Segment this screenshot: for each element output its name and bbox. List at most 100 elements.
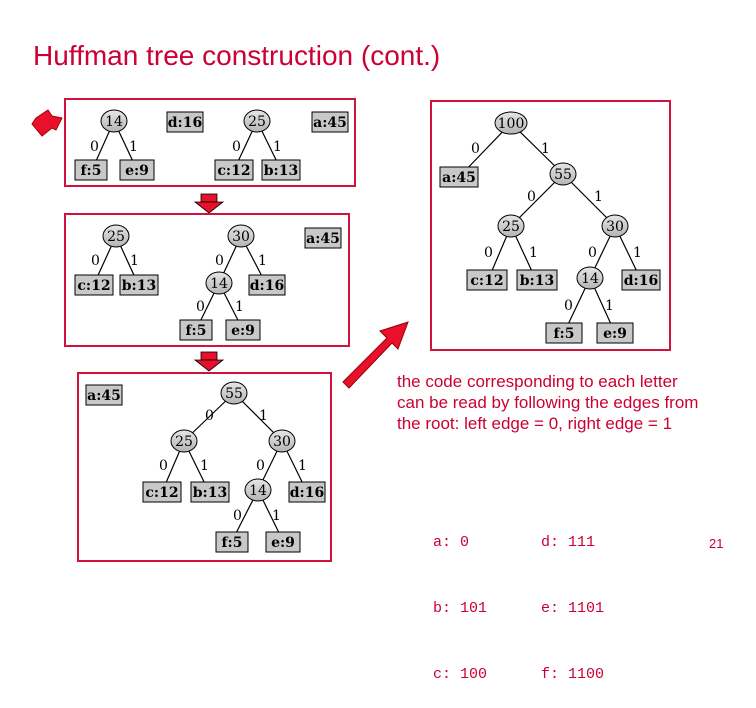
step-2-leaf-a-label: a:45 — [306, 231, 340, 247]
step-2-node-25-label: 25 — [107, 229, 125, 245]
step-3-leaf-e — [265, 531, 301, 553]
step-1-leaf-f-label: f:5 — [81, 163, 102, 179]
step-2-leaf-f — [179, 319, 213, 341]
code-table-left: a: 0 b: 101 c: 100 — [433, 488, 487, 708]
step-2-node-14 — [205, 271, 233, 295]
step-1-leaf-e — [119, 159, 155, 181]
step-3-edge-label: 0 — [205, 408, 214, 424]
final-edge-label: 1 — [605, 298, 614, 314]
step-1-leaf-c-label: c:12 — [217, 163, 250, 179]
final-edge-label: 0 — [564, 298, 573, 314]
step-1-edge-label: 0 — [90, 139, 99, 155]
step-1-pointer-arrow — [31, 109, 63, 137]
step-1-leaf-c — [214, 159, 254, 181]
final-edge-label: 0 — [527, 189, 536, 205]
step-3-leaf-c — [142, 481, 182, 503]
final-edge-label: 0 — [471, 141, 480, 157]
step-2-panel: 0 1 25 c:12 b:13 0 1 30 0 1 14 d:16 f:5 … — [64, 213, 350, 347]
final-node-55-label: 55 — [554, 167, 572, 183]
step-3-leaf-c-label: c:12 — [145, 485, 178, 501]
step-1-leaf-b-label: b:13 — [264, 163, 298, 179]
step-1-node-25 — [243, 109, 271, 133]
final-edge-label: 1 — [529, 245, 538, 261]
step-1-frame — [64, 98, 356, 187]
step-2-leaf-c-label: c:12 — [77, 278, 110, 294]
final-leaf-b-label: b:13 — [520, 273, 554, 289]
final-leaf-a — [439, 166, 479, 188]
final-edge-label: 1 — [633, 245, 642, 261]
final-leaf-e — [596, 322, 634, 344]
step-3-leaf-a — [85, 384, 123, 406]
step-3-leaf-d — [288, 481, 326, 503]
step-1-node-25-label: 25 — [248, 114, 266, 130]
final-leaf-f-label: f:5 — [554, 326, 575, 342]
step-2-edge-label: 1 — [258, 253, 267, 269]
final-node-30 — [601, 214, 629, 238]
step-3-edge-label: 1 — [272, 508, 281, 524]
step-2-node-25 — [102, 224, 130, 248]
step-3-leaf-f-label: f:5 — [222, 535, 243, 551]
huffman-construction-diagram: 0 1 14 f:5 e:9 d:16 0 1 25 c:12 b:13 a:4… — [31, 98, 671, 562]
step-3-node-55 — [220, 381, 248, 405]
code-row-f: f: 1100 — [541, 666, 605, 683]
step-1-node-14-label: 14 — [105, 114, 123, 130]
final-tree-frame — [430, 100, 671, 351]
down-arrow-icon — [193, 193, 225, 214]
step-3-node-14-label: 14 — [249, 483, 267, 499]
step-2-leaf-d-label: d:16 — [250, 278, 284, 294]
diagonal-arrow-icon — [342, 321, 409, 389]
step-3-leaf-b-label: b:13 — [193, 485, 227, 501]
step-1-panel: 0 1 14 f:5 e:9 d:16 0 1 25 c:12 b:13 a:4… — [64, 98, 356, 187]
final-leaf-d-label: d:16 — [624, 273, 658, 289]
final-node-25-label: 25 — [502, 219, 520, 235]
step-3-panel: a:45 0 1 55 0 1 25 c:12 b:13 0 1 30 d:16… — [77, 372, 332, 562]
final-node-25 — [497, 214, 525, 238]
step-1-edge-label: 1 — [129, 139, 138, 155]
step-1-edge-label: 1 — [273, 139, 282, 155]
step-3-leaf-e-label: e:9 — [271, 535, 295, 551]
step-1-leaf-f — [74, 159, 108, 181]
step-2-frame — [64, 213, 350, 347]
final-leaf-e-label: e:9 — [603, 326, 627, 342]
step-3-node-14 — [244, 478, 272, 502]
step-1-leaf-b — [261, 159, 301, 181]
final-node-30-label: 30 — [606, 219, 624, 235]
final-leaf-a-label: a:45 — [442, 170, 476, 186]
step-2-edge-label: 1 — [130, 253, 139, 269]
final-leaf-d — [621, 269, 661, 291]
step-3-frame — [77, 372, 332, 562]
step-3-edge-label: 1 — [298, 458, 307, 474]
step-2-leaf-e — [225, 319, 261, 341]
step-3-edge-label: 0 — [256, 458, 265, 474]
step-1-leaf-d — [166, 111, 204, 133]
final-node-55 — [549, 162, 577, 186]
step-2-leaf-e-label: e:9 — [231, 323, 255, 339]
code-row-e: e: 1101 — [541, 600, 605, 617]
step-3-node-25 — [170, 429, 198, 453]
final-edge-label: 1 — [594, 189, 603, 205]
step-2-edge-label: 0 — [91, 253, 100, 269]
step-3-edge-label: 1 — [259, 408, 268, 424]
final-tree-panel: 0 1 100 a:45 0 1 55 0 1 25 c:12 b:13 0 1… — [430, 100, 671, 351]
code-row-d: d: 111 — [541, 534, 596, 551]
step-1-leaf-a-label: a:45 — [313, 115, 347, 131]
step-3-leaf-a-label: a:45 — [87, 388, 121, 404]
step-2-leaf-a — [304, 227, 342, 249]
step-1-leaf-d-label: d:16 — [168, 115, 202, 131]
step-2-leaf-f-label: f:5 — [186, 323, 207, 339]
step-2-node-14-label: 14 — [210, 276, 228, 292]
code-row-c: c: 100 — [433, 666, 488, 683]
step-3-edge-label: 0 — [233, 508, 242, 524]
step-2-leaf-b — [119, 274, 159, 296]
slide-number: 21 — [709, 536, 724, 551]
step-3-node-25-label: 25 — [175, 434, 193, 450]
final-leaf-f — [545, 322, 583, 344]
step-1-node-14 — [100, 109, 128, 133]
step-3-edge-label: 1 — [200, 458, 209, 474]
step-2-edge-label: 0 — [196, 299, 205, 315]
step-3-leaf-d-label: d:16 — [290, 485, 324, 501]
step-2-edge-label: 0 — [215, 253, 224, 269]
step-3-edge-label: 0 — [159, 458, 168, 474]
final-leaf-b — [516, 269, 558, 291]
final-edge-label: 0 — [588, 245, 597, 261]
